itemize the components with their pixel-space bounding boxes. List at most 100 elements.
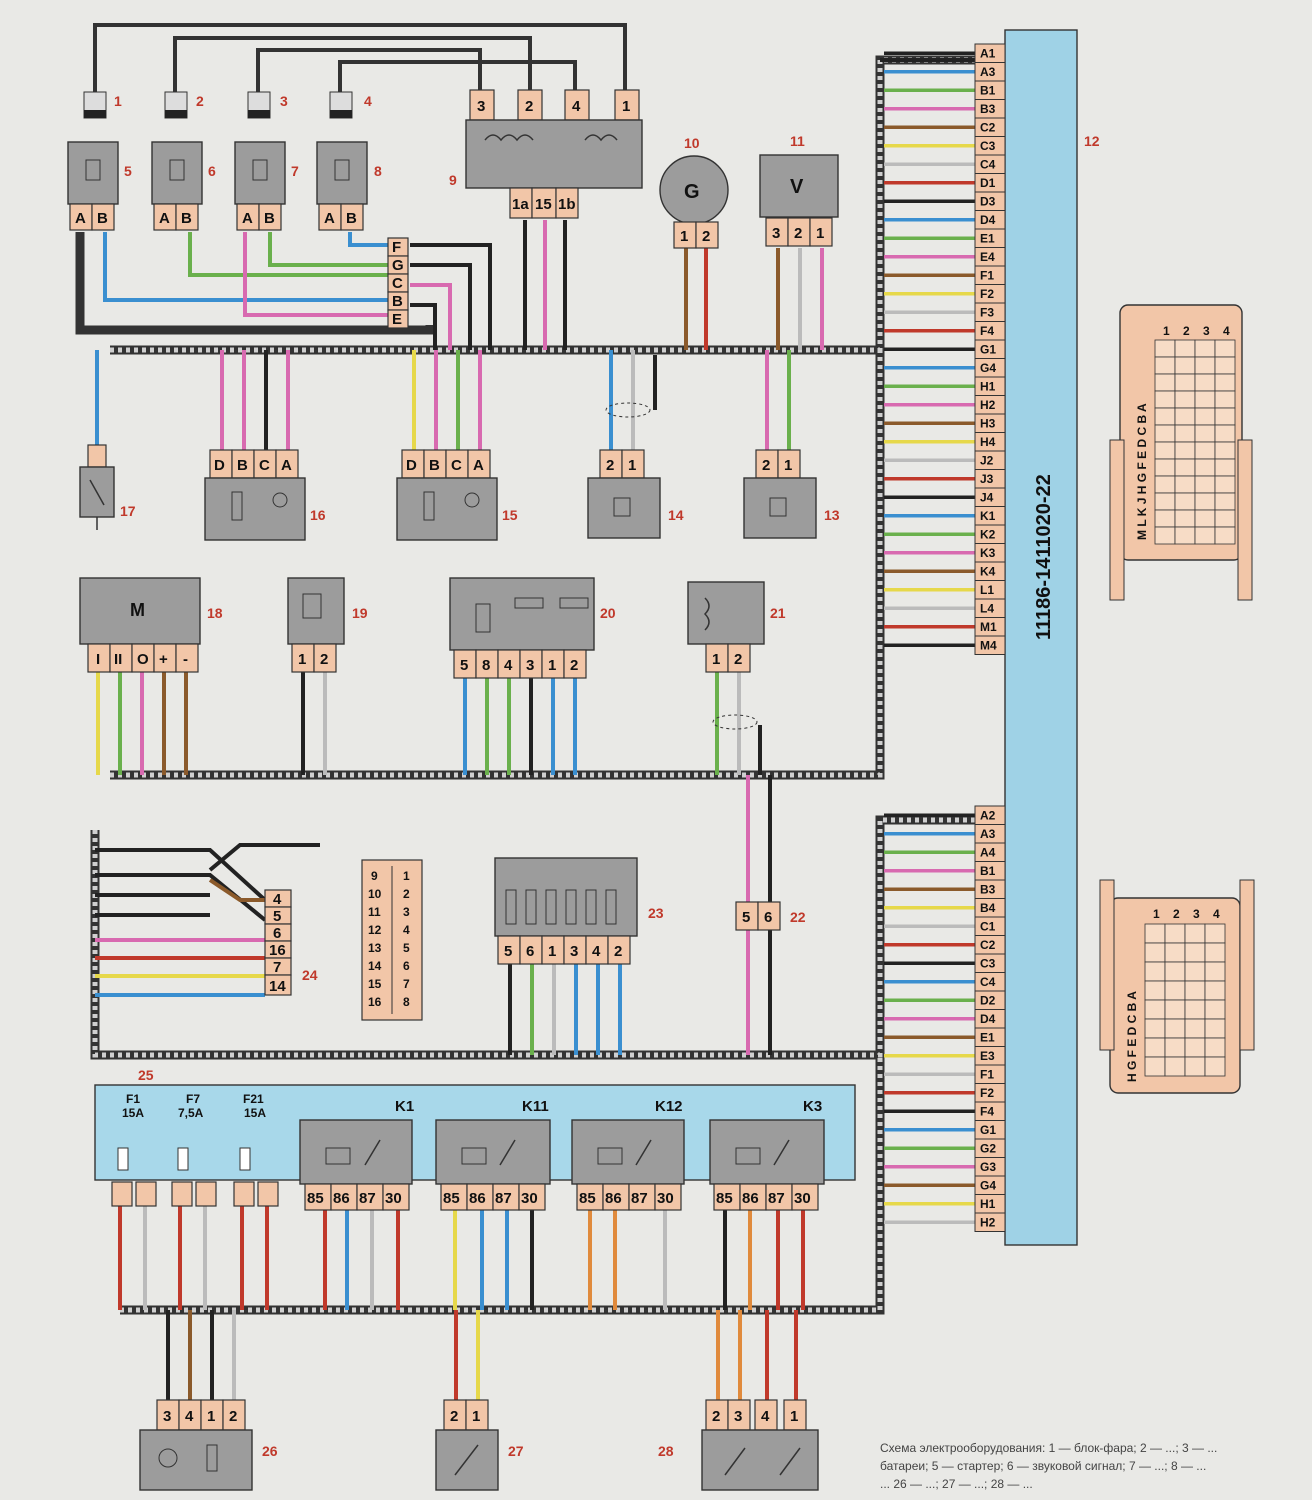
- svg-text:2: 2: [614, 943, 622, 960]
- relay-k1: K1 85 86 87 30: [299, 1098, 414, 1211]
- svg-text:батареи; 5 — стартер; 6 — звук: батареи; 5 — стартер; 6 — звуковой сигна…: [880, 1459, 1206, 1473]
- ecu-pin-label: D2: [980, 994, 996, 1008]
- connector-cell: [1154, 492, 1176, 511]
- ecu-pin-label: B4: [980, 901, 996, 915]
- connector-cell: [1174, 407, 1196, 426]
- connector-22: 5 6 22: [735, 901, 806, 931]
- svg-text:3: 3: [734, 1408, 742, 1425]
- connector-cell: [1214, 509, 1236, 528]
- connector-cell: [1184, 923, 1206, 944]
- svg-text:C: C: [392, 275, 403, 292]
- connector-cell: [1184, 1018, 1206, 1039]
- ecu-part-number: 11186-1411020-22: [1033, 474, 1055, 640]
- svg-text:4: 4: [364, 93, 372, 109]
- svg-text:86: 86: [469, 1190, 486, 1207]
- svg-text:4: 4: [572, 98, 581, 115]
- svg-text:8: 8: [374, 163, 382, 179]
- switch-27: 2 1 27: [435, 1399, 524, 1491]
- connector-cell: [1214, 458, 1236, 477]
- svg-text:F1: F1: [126, 1092, 140, 1106]
- ecu-12: 11186-1411020-22 12 A1A3B1B3C2C3C4D1D3D4…: [884, 29, 1100, 1246]
- connector-cell: [1194, 424, 1216, 443]
- sensor-16: D B C A 16: [204, 449, 326, 541]
- svg-text:15A: 15A: [122, 1106, 144, 1120]
- svg-text:2: 2: [1183, 324, 1190, 338]
- ecu-pin-label: J3: [980, 472, 994, 486]
- connector-view-top-grid: [1154, 339, 1236, 545]
- diag-left-pins: 9 10 11 12 13 14 15 16: [368, 869, 382, 1009]
- ecu-pin-label: K4: [980, 565, 996, 579]
- svg-text:28: 28: [658, 1443, 674, 1459]
- connector-cell: [1174, 373, 1196, 392]
- module-23: 5 6 1 3 4 2 23: [494, 857, 664, 965]
- ecu-pin-label: C4: [980, 975, 996, 989]
- connector-cell: [1154, 373, 1176, 392]
- svg-text:19: 19: [352, 605, 368, 621]
- ecu-pin-label: C2: [980, 938, 996, 952]
- ecu-pin-label: H1: [980, 380, 996, 394]
- ecu-pin-label: M1: [980, 620, 997, 634]
- connector-cell: [1164, 1056, 1186, 1077]
- connector-cell: [1204, 923, 1226, 944]
- svg-text:15: 15: [368, 977, 382, 991]
- svg-text:18: 18: [207, 605, 223, 621]
- svg-text:K11: K11: [522, 1098, 549, 1115]
- svg-text:3: 3: [1193, 907, 1200, 921]
- ecu-pin-label: A1: [980, 47, 996, 61]
- svg-text:-: -: [183, 651, 188, 668]
- svg-text:23: 23: [648, 905, 664, 921]
- svg-text:7: 7: [291, 163, 299, 179]
- figure-caption: Схема электрооборудования: 1 — блок-фара…: [880, 1441, 1217, 1491]
- ecu-pin-label: K2: [980, 528, 996, 542]
- svg-text:B: B: [264, 210, 275, 227]
- relay-k11: K11 85 86 87 30: [435, 1098, 551, 1211]
- svg-text:21: 21: [770, 605, 786, 621]
- svg-text:9: 9: [449, 172, 457, 188]
- svg-text:K12: K12: [655, 1098, 683, 1115]
- svg-text:5: 5: [403, 941, 410, 955]
- svg-text:3: 3: [526, 657, 534, 674]
- svg-text:2: 2: [794, 225, 802, 242]
- connector-cell: [1184, 980, 1206, 1001]
- ecu-pin-label: F4: [980, 324, 994, 338]
- svg-text:2: 2: [1173, 907, 1180, 921]
- svg-text:6: 6: [526, 943, 534, 960]
- ecu-pin-label: H1: [980, 1197, 996, 1211]
- svg-text:6: 6: [764, 909, 772, 926]
- svg-text:87: 87: [631, 1190, 648, 1207]
- connector-view-bottom-rows: H G F E D C B A: [1125, 991, 1139, 1082]
- svg-text:A: A: [473, 457, 484, 474]
- svg-text:C: C: [451, 457, 462, 474]
- connector-cell: [1174, 424, 1196, 443]
- ecu-pin-label: G4: [980, 1179, 996, 1193]
- svg-text:1: 1: [628, 457, 636, 474]
- svg-text:4: 4: [1223, 324, 1230, 338]
- fuse-f21: F21 15A: [233, 1092, 279, 1207]
- svg-text:8: 8: [482, 657, 490, 674]
- svg-text:1: 1: [816, 225, 824, 242]
- connector-cell: [1174, 441, 1196, 460]
- svg-text:30: 30: [657, 1190, 674, 1207]
- connector-cell: [1204, 999, 1226, 1020]
- connector-cell: [1214, 356, 1236, 375]
- connector-cell: [1164, 999, 1186, 1020]
- motor-18: M I II O + - 18: [79, 577, 223, 673]
- svg-text:1: 1: [114, 93, 122, 109]
- connector-cell: [1184, 1037, 1206, 1058]
- voltmeter-11: V 3 2 1 11: [759, 133, 839, 247]
- svg-text:4: 4: [403, 923, 410, 937]
- svg-text:14: 14: [668, 507, 684, 523]
- connector-cell: [1194, 390, 1216, 409]
- svg-text:E: E: [392, 311, 402, 328]
- svg-text:27: 27: [508, 1443, 524, 1459]
- svg-text:12: 12: [368, 923, 382, 937]
- svg-text:B: B: [429, 457, 440, 474]
- ecu-pin-label: D3: [980, 195, 996, 209]
- svg-text:10: 10: [684, 135, 700, 151]
- relay-k3: K3 85 86 87 30: [709, 1098, 825, 1211]
- svg-text:1: 1: [680, 228, 688, 245]
- connector-cell: [1194, 509, 1216, 528]
- ecu-pin-label: B3: [980, 883, 996, 897]
- connector-cell: [1214, 475, 1236, 494]
- svg-text:17: 17: [120, 503, 136, 519]
